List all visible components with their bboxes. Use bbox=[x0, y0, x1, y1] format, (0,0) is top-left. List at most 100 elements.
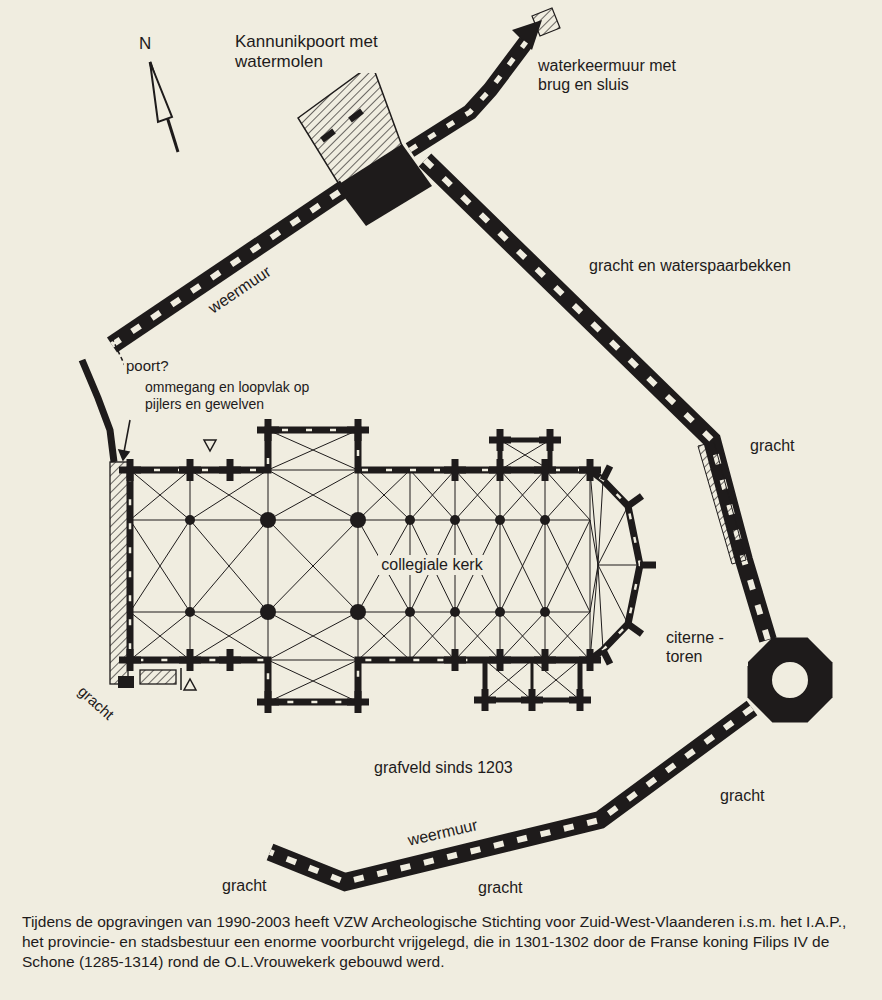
buttress bbox=[227, 649, 234, 671]
pier bbox=[185, 607, 195, 617]
wall bbox=[82, 360, 114, 462]
church-outline: collegiale kerk bbox=[125, 418, 650, 718]
pier bbox=[260, 604, 276, 620]
vault-line bbox=[500, 612, 545, 660]
cistern-tower bbox=[748, 638, 833, 723]
map-label: N bbox=[137, 34, 153, 54]
buttress bbox=[227, 459, 234, 481]
caption: Tijdens de opgravingen van 1990-2003 hee… bbox=[22, 912, 862, 972]
vault-line bbox=[410, 470, 455, 520]
vault-line bbox=[500, 612, 545, 660]
church-window bbox=[130, 430, 640, 702]
buttress bbox=[542, 459, 549, 481]
vault-line bbox=[545, 470, 590, 520]
hatched-bridge bbox=[532, 8, 560, 36]
markers bbox=[119, 420, 216, 690]
gate-wall-fragment bbox=[350, 111, 362, 120]
vault-line bbox=[358, 612, 410, 660]
north-arrow-head bbox=[150, 62, 172, 122]
vault-line bbox=[455, 470, 500, 520]
section-marker bbox=[184, 679, 196, 690]
buttress bbox=[187, 459, 194, 481]
map-label: citerne - toren bbox=[664, 628, 748, 666]
buttress bbox=[628, 624, 642, 634]
buttress bbox=[640, 562, 656, 569]
vault-line bbox=[130, 470, 190, 520]
vault-line bbox=[130, 470, 190, 520]
map-label: weermuur bbox=[404, 815, 482, 851]
vault-line bbox=[500, 520, 545, 612]
vault-line bbox=[545, 470, 546, 660]
section-marker bbox=[204, 440, 216, 451]
pier bbox=[495, 515, 505, 525]
vault-line bbox=[500, 520, 545, 612]
buttress bbox=[355, 419, 362, 441]
vault-line bbox=[590, 565, 598, 612]
section-line bbox=[180, 668, 182, 690]
map-label: waterkeermuur met brug en sluis bbox=[536, 56, 690, 94]
church-plan bbox=[119, 419, 656, 713]
vault-line bbox=[268, 612, 358, 660]
vault-line bbox=[500, 470, 501, 660]
leader-line bbox=[124, 420, 130, 452]
hatched-wall bbox=[110, 462, 128, 684]
gate-wall-fragment bbox=[322, 131, 334, 140]
vault-line bbox=[590, 470, 591, 660]
buttress bbox=[628, 496, 642, 506]
buttress bbox=[355, 691, 362, 713]
buttress bbox=[603, 466, 610, 480]
vault-line bbox=[268, 660, 358, 702]
vault-line bbox=[590, 565, 598, 660]
vault-line bbox=[268, 520, 358, 612]
vault-line bbox=[190, 520, 268, 612]
vault-line bbox=[590, 520, 598, 565]
buttress bbox=[577, 689, 584, 711]
vault-line bbox=[190, 470, 191, 660]
map-label: gracht en waterspaarbekken bbox=[587, 256, 793, 275]
buttress bbox=[452, 649, 459, 671]
map-label: gracht bbox=[220, 876, 268, 895]
pier bbox=[540, 515, 550, 525]
vault-line bbox=[268, 470, 358, 520]
map-label: ommegang en loopvlak op pijlers en gewel… bbox=[143, 379, 327, 413]
vault-line bbox=[545, 470, 590, 520]
pier bbox=[450, 607, 460, 617]
water-wall bbox=[410, 42, 526, 150]
vault-line bbox=[358, 470, 410, 520]
vault-line bbox=[598, 565, 628, 624]
vault-line bbox=[268, 612, 358, 660]
vault-line bbox=[358, 470, 410, 520]
hatched-wall bbox=[698, 442, 746, 564]
buttress bbox=[497, 459, 504, 481]
vault-line bbox=[545, 520, 590, 612]
vault-line bbox=[358, 470, 359, 660]
vault-line bbox=[532, 660, 580, 700]
wall-block bbox=[118, 676, 134, 688]
buttress bbox=[265, 419, 272, 441]
defensive-walls bbox=[82, 42, 768, 882]
vault-line bbox=[598, 480, 603, 565]
north-arrow bbox=[150, 62, 178, 152]
vault-line bbox=[410, 612, 455, 660]
vault-line bbox=[455, 612, 500, 660]
church-wall bbox=[130, 430, 640, 702]
map-label: gracht bbox=[476, 878, 524, 897]
vault-line bbox=[130, 520, 190, 612]
node-label: collegiale kerk bbox=[378, 555, 485, 574]
buttress bbox=[127, 459, 134, 481]
vault-line bbox=[455, 470, 500, 520]
vault-line bbox=[545, 612, 590, 660]
buttress bbox=[482, 689, 489, 711]
buttress bbox=[603, 650, 610, 664]
vault-line bbox=[500, 470, 545, 520]
vault-line bbox=[532, 660, 580, 700]
pier bbox=[260, 512, 276, 528]
buttress bbox=[127, 649, 134, 671]
pier bbox=[350, 604, 366, 620]
buttress bbox=[452, 459, 459, 481]
map-label: weermuur bbox=[203, 261, 276, 319]
vault-line bbox=[410, 470, 455, 520]
buttress bbox=[187, 649, 194, 671]
map-label: gracht bbox=[748, 436, 796, 455]
